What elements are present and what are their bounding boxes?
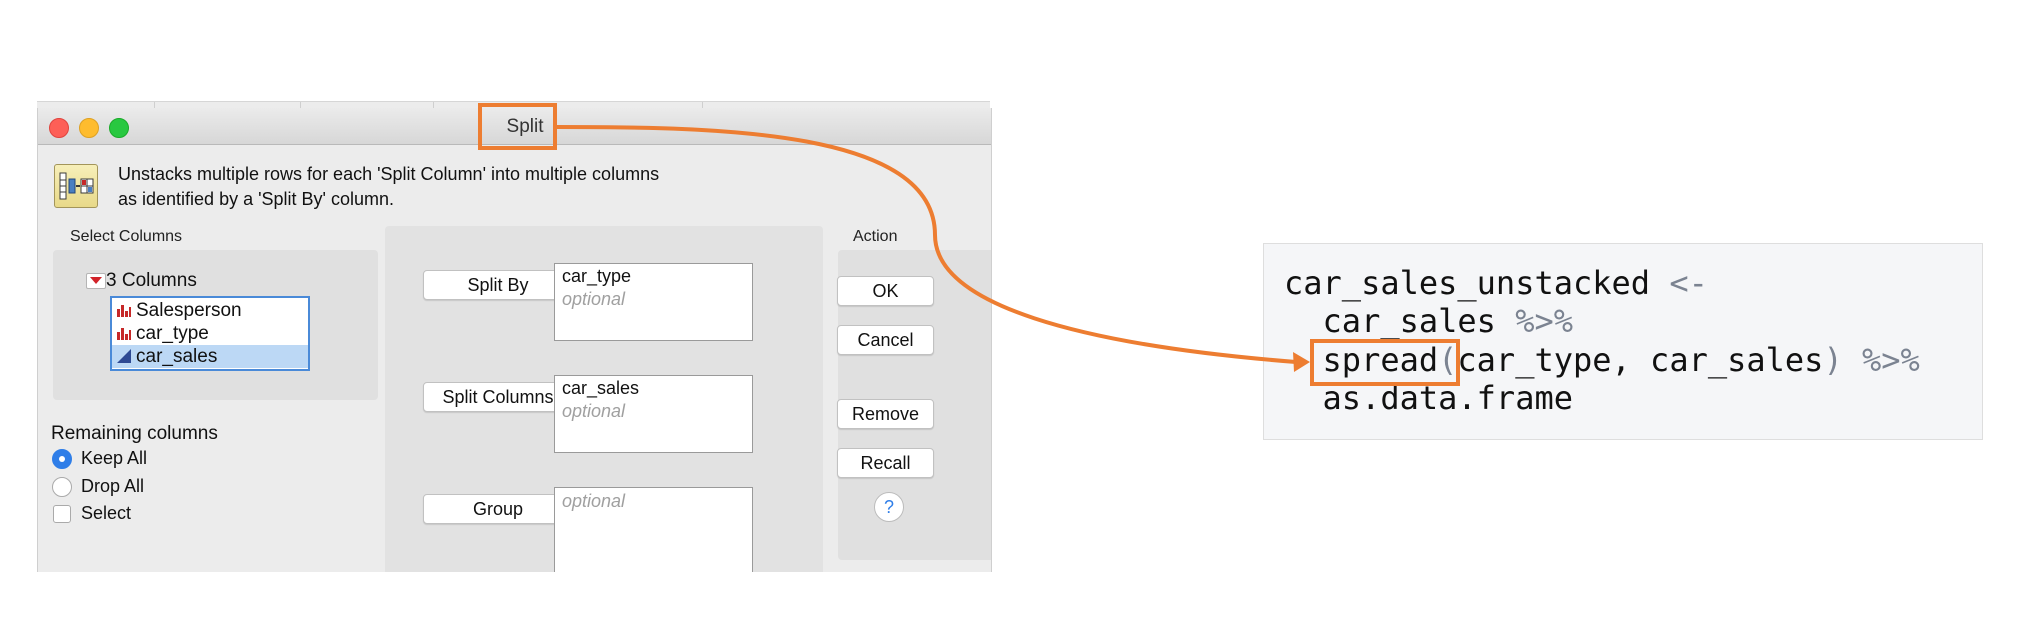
column-item-salesperson[interactable]: Salesperson <box>112 299 308 322</box>
group-role-box[interactable]: optional <box>554 487 753 572</box>
minimize-window-button[interactable] <box>79 118 99 138</box>
title-highlight-box <box>478 103 557 150</box>
role-placeholder: optional <box>562 289 626 309</box>
recall-button[interactable]: Recall <box>837 448 934 478</box>
nominal-column-icon <box>117 326 131 340</box>
dialog-description: Unstacks multiple rows for each 'Split C… <box>118 162 659 212</box>
spread-function: spread <box>1322 341 1439 379</box>
column-item-car-type[interactable]: car_type <box>112 322 308 345</box>
title-bar: Split <box>38 108 991 145</box>
code-line-1: car_sales_unstacked <- <box>1284 264 1708 302</box>
column-name: car_type <box>136 323 209 344</box>
description-line: Unstacks multiple rows for each 'Split C… <box>118 164 660 184</box>
column-name: car_sales <box>136 346 218 367</box>
zoom-window-button[interactable] <box>109 118 129 138</box>
split-by-button[interactable]: Split By <box>423 270 573 300</box>
group-button[interactable]: Group <box>423 494 573 524</box>
remove-button[interactable]: Remove <box>837 399 934 429</box>
r-code-panel: car_sales_unstacked <- car_sales %>% spr… <box>1263 243 1983 440</box>
select-label: Select <box>81 503 132 523</box>
split-columns-role-box[interactable]: car_sales optional <box>554 375 753 453</box>
role-placeholder: optional <box>562 401 626 421</box>
code-token: car_type, car_sales <box>1457 341 1824 379</box>
drop-all-label: Drop All <box>81 476 145 496</box>
keep-all-label: Keep All <box>81 448 148 468</box>
help-button[interactable]: ? <box>874 492 904 522</box>
role-value: car_sales <box>562 378 640 398</box>
paren-close: ) <box>1823 341 1843 379</box>
nominal-column-icon <box>117 303 131 317</box>
strip-divider <box>433 102 434 112</box>
split-dialog: Split Unstacks multiple rows for each 'S… <box>37 108 992 572</box>
cancel-button[interactable]: Cancel <box>837 325 934 355</box>
code-token: car_sales_unstacked <box>1284 264 1651 302</box>
pipe-operator: %>% <box>1861 341 1920 379</box>
strip-divider <box>300 102 301 112</box>
close-window-button[interactable] <box>49 118 69 138</box>
select-checkbox[interactable] <box>53 505 71 523</box>
disclosure-triangle-icon[interactable] <box>86 273 106 289</box>
column-name: Salesperson <box>136 300 242 321</box>
window-title: Split <box>506 116 544 137</box>
code-token: car_sales <box>1322 302 1496 340</box>
description-line: as identified by a 'Split By' column. <box>118 189 395 209</box>
split-columns-button[interactable]: Split Columns <box>423 382 573 412</box>
role-value: car_type <box>562 266 632 286</box>
assign-operator: <- <box>1669 264 1708 302</box>
remaining-columns-label: Remaining columns <box>51 423 218 444</box>
arrowhead-icon <box>1293 352 1310 372</box>
paren-open: ( <box>1438 341 1458 379</box>
select-columns-label: Select Columns <box>70 228 183 245</box>
continuous-column-icon <box>117 349 131 363</box>
strip-divider <box>702 102 703 112</box>
split-by-role-box[interactable]: car_type optional <box>554 263 753 341</box>
code-line-3: spread(car_type, car_sales) %>% <box>1284 341 1920 379</box>
code-line-2: car_sales %>% <box>1284 302 1573 340</box>
spread-highlight-box <box>1310 339 1460 386</box>
column-list[interactable]: Salesperson car_type car_sales <box>110 296 310 371</box>
columns-tree-title: 3 Columns <box>106 270 197 291</box>
split-platform-icon <box>54 164 98 208</box>
pipe-operator: %>% <box>1515 302 1573 340</box>
drop-all-radio[interactable] <box>52 477 72 497</box>
keep-all-radio[interactable] <box>52 449 72 469</box>
role-placeholder: optional <box>562 491 626 511</box>
action-label: Action <box>853 228 898 245</box>
column-item-car-sales[interactable]: car_sales <box>112 345 308 368</box>
ok-button[interactable]: OK <box>837 276 934 306</box>
strip-divider <box>154 102 155 112</box>
